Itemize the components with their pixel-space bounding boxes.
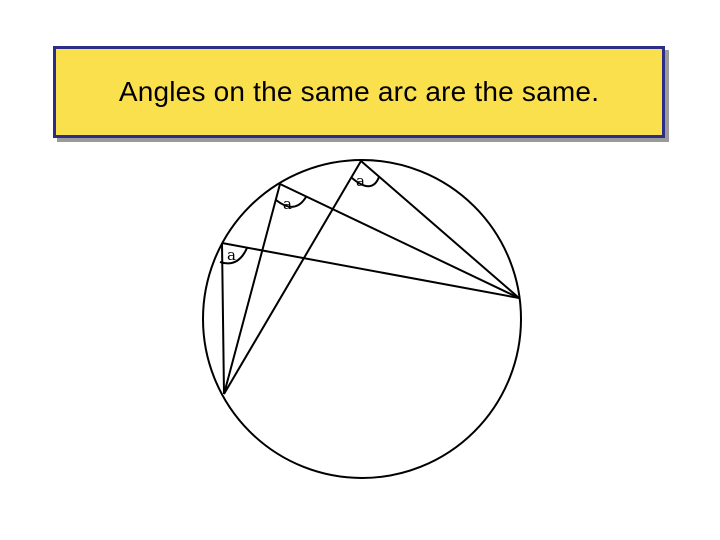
title-box: Angles on the same arc are the same. [53, 46, 665, 138]
circle [202, 159, 522, 479]
angle-label-1: a [356, 172, 365, 190]
line-v2-to-bottom [223, 183, 281, 395]
angle-arc-3 [219, 247, 248, 265]
angle-label-3: a [227, 246, 236, 264]
line-v3-to-right [221, 242, 520, 299]
slide-title: Angles on the same arc are the same. [118, 76, 600, 107]
angle-arc-2 [275, 196, 307, 208]
angle-label-2: a [283, 195, 292, 213]
line-v1-to-bottom [223, 160, 362, 395]
line-v1-to-right [360, 160, 520, 299]
line-v3-to-bottom [221, 242, 225, 395]
angle-arc-1 [351, 176, 380, 188]
line-v2-to-right [279, 183, 520, 299]
